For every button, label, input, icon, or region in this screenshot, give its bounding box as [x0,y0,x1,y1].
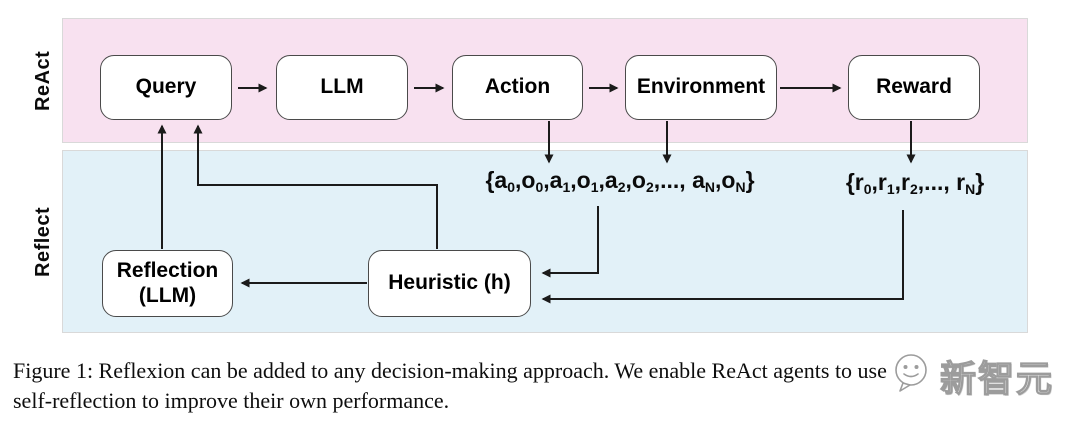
node-reflection-label-line2: (LLM) [138,283,197,307]
watermark: 新智元 [886,347,1054,404]
node-heuristic-label: Heuristic (h) [388,271,511,295]
node-query: Query [100,55,232,120]
node-action: Action [452,55,583,120]
node-reflection: Reflection (LLM) [102,250,233,317]
figure-caption: Figure 1: Reflexion can be added to any … [13,356,1027,416]
react-band-label: ReAct [32,50,54,112]
node-llm: LLM [276,55,408,120]
node-action-label: Action [484,75,551,99]
reflect-band-label: Reflect [32,206,54,278]
figure-caption-line1: Figure 1: Reflexion can be added to any … [13,358,887,383]
watermark-text: 新智元 [939,357,1055,399]
figure-caption-line2: self-reflection to improve their own per… [13,388,450,413]
rewards-annotation: {r0,r1,r2,..., rN} [845,169,985,197]
node-reward-label: Reward [876,75,952,99]
trajectory-annotation: {a0,o0,a1,o1,a2,o2,..., aN,oN} [485,167,755,195]
node-environment-label: Environment [636,75,766,99]
node-heuristic: Heuristic (h) [368,250,531,317]
node-query-label: Query [135,75,197,99]
node-llm-label: LLM [320,75,364,99]
node-reflection-label-line1: Reflection [116,259,219,283]
figure-1-diagram: ReAct Reflect Q [32,18,1028,333]
node-reward: Reward [848,55,980,120]
wechat-speech-bubble-icon [886,347,938,404]
node-environment: Environment [625,55,777,120]
